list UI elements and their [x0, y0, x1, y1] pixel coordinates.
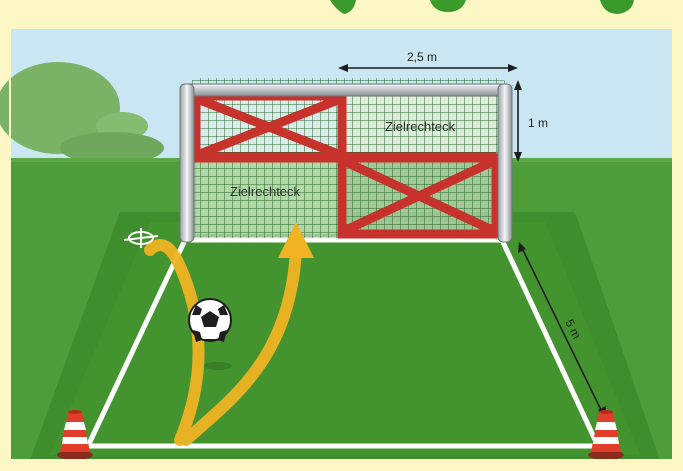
dimension-label-goal-width: 2,5 m — [407, 50, 437, 64]
crossbar — [180, 84, 510, 96]
soccer-ball-icon — [189, 299, 231, 342]
right-post — [498, 84, 512, 242]
ball-shadow — [204, 362, 232, 370]
goal — [180, 78, 514, 242]
zone-label-lower-left: Zielrechteck — [230, 184, 301, 199]
left-post — [180, 84, 194, 242]
zone-label-upper-right: Zielrechteck — [385, 119, 456, 134]
dimension-label-goal-height: 1 m — [528, 116, 548, 130]
